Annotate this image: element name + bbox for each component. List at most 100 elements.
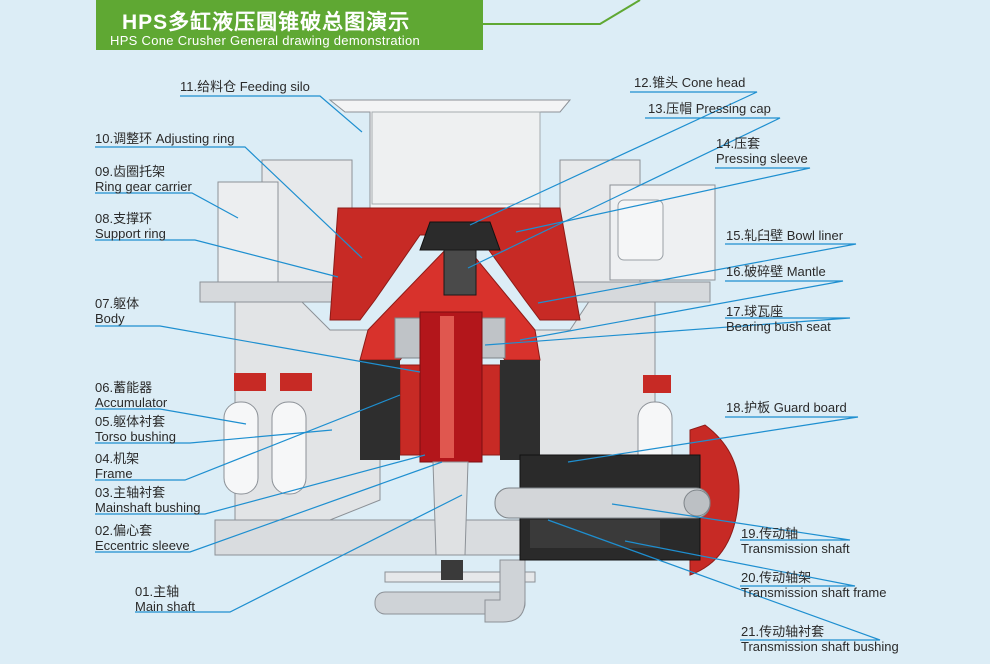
shaft-nut [441,560,463,580]
label-20-zh: 20.传动轴架 [741,570,812,585]
label-03-zh: 03.主轴衬套 [95,485,166,500]
label-07-en: Body [95,311,125,326]
shaft-end [683,489,711,517]
label-21-zh: 21.传动轴衬套 [741,624,825,639]
leader-20 [624,540,856,587]
label-04-en: Frame [95,466,133,481]
label-16-en: Mantle [786,264,826,279]
label-18-zh: 18.护板 [726,400,771,415]
leader-19 [611,503,851,541]
label-13: 13.压帽 Pressing cap [648,101,771,116]
label-19-en: Transmission shaft [741,541,850,556]
label-06-en: Accumulator [95,395,168,410]
label-16: 16.破碎壁 Mantle [726,264,826,279]
accumulator-1 [223,401,259,495]
label-08-en: Support ring [95,226,166,241]
base-plate [214,519,561,556]
label-15: 15.轧臼壁 Bowl liner [726,228,843,243]
title-banner: HPS多缸液压圆锥破总图演示 HPS Cone Crusher General … [96,0,483,50]
title-en: HPS Cone Crusher General drawing demonst… [110,33,421,48]
leader-17 [484,317,851,346]
leader-07 [95,325,421,373]
accumulator-3-valve [643,375,671,393]
label-02-en: Eccentric sleeve [95,538,190,553]
leader-09 [95,192,239,219]
left-flange [199,281,351,303]
label-16-zh: 16.破碎壁 [726,264,784,279]
main-shaft-highlight [440,316,454,458]
leader-12 [469,91,758,226]
label-03-en: Mainshaft bushing [95,500,201,515]
label-14-zh: 14.压套 [716,136,761,151]
leader-11 [180,95,363,133]
leader-15 [537,243,857,304]
label-17-en: Bearing bush seat [726,319,831,334]
label-12-zh: 12.锥头 [634,75,679,90]
leader-03 [95,454,426,515]
banner-accent-line [483,0,641,25]
label-11-en: Feeding silo [239,79,310,94]
label-21-en: Transmission shaft bushing [741,639,899,654]
leader-lines [95,91,881,641]
leader-18 [567,416,859,463]
leader-08 [95,239,339,278]
leader-05 [95,429,333,444]
leader-16 [519,280,844,341]
label-18-en: Guard board [773,400,847,415]
label-12: 12.锥头 Cone head [634,75,745,90]
label-07-zh: 07.躯体 [95,296,140,311]
leader-02 [95,461,443,553]
label-20-en: Transmission shaft frame [741,585,887,600]
label-14-en: Pressing sleeve [716,151,808,166]
label-13-en: Pressing cap [695,101,771,116]
label-01-en: Main shaft [135,599,195,614]
ring-gear-carrier-left [217,181,279,283]
cone-head [419,221,501,251]
accumulator-1-valve [234,373,266,391]
label-15-zh: 15.轧臼壁 [726,228,784,243]
leader-04 [95,394,401,481]
title-zh: HPS多缸液压圆锥破总图演示 [122,11,411,34]
guard-board [689,424,740,576]
label-15-en: Bowl liner [786,228,844,243]
label-05-zh: 05.躯体衬套 [95,414,166,429]
leader-01 [135,494,463,613]
label-01-zh: 01.主轴 [135,584,180,599]
leader-14 [515,167,811,233]
frame-hub [360,360,400,460]
elbow-pipe [484,559,526,623]
label-12-en: Cone head [681,75,746,90]
label-13-zh: 13.压帽 [648,101,693,116]
label-18: 18.护板 Guard board [726,400,847,415]
label-06-zh: 06.蓄能器 [95,380,153,395]
motor-body [617,199,664,261]
label-05-en: Torso bushing [95,429,176,444]
label-10-en: Adjusting ring [155,131,235,146]
leader-13 [467,117,781,269]
leader-21 [547,519,881,641]
main-shaft-lower [432,461,469,556]
label-02-zh: 02.偏心套 [95,523,153,538]
label-17-zh: 17.球瓦座 [726,304,784,319]
pressing-cap [443,249,477,296]
label-08-zh: 08.支撑环 [95,211,153,226]
label-11-zh: 11.给料仓 [180,79,237,94]
accumulator-2 [271,401,307,495]
label-09-zh: 09.齿圈托架 [95,164,166,179]
label-11: 11.给料仓 Feeding silo [180,79,310,94]
label-10: 10.调整环 Adjusting ring [95,131,234,146]
leader-06 [95,408,247,425]
